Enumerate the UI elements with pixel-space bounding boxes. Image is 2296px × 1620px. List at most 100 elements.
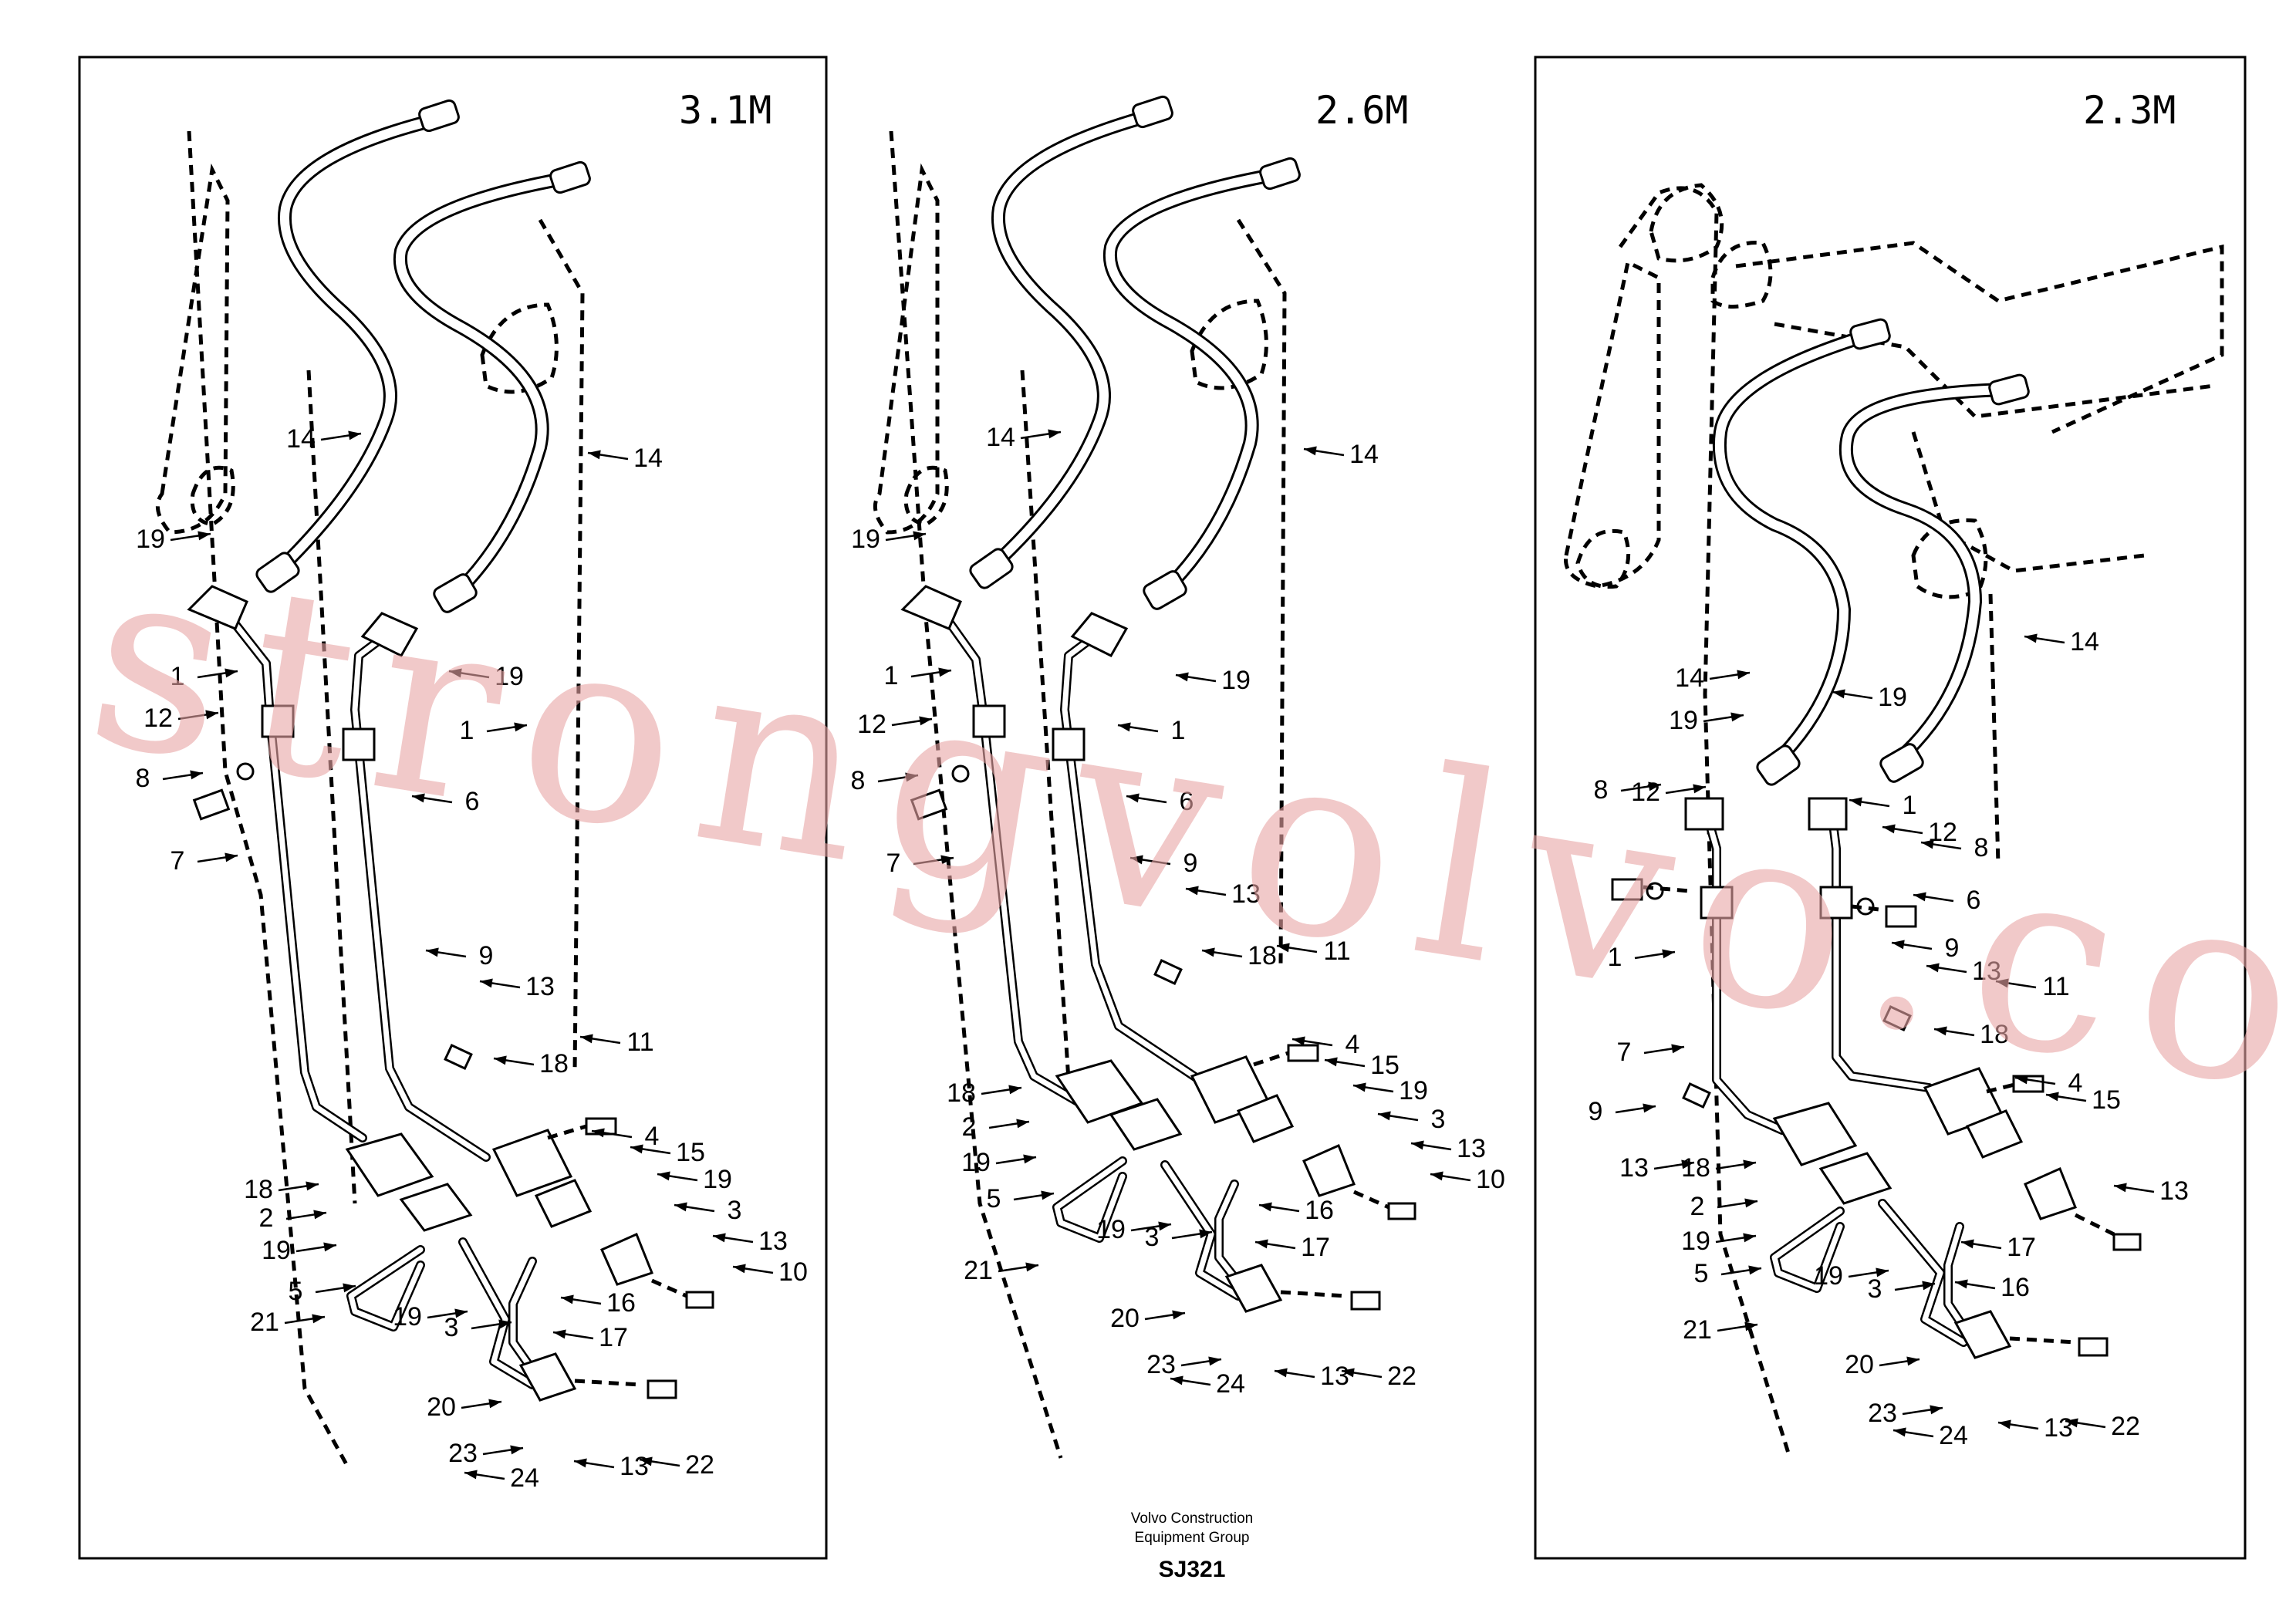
footer-drawing-code: SJ321 bbox=[1159, 1557, 1226, 1582]
callout-arrowhead bbox=[343, 1283, 356, 1293]
bolt-22 bbox=[647, 1379, 677, 1399]
callout-arrowhead bbox=[1882, 824, 1896, 834]
valve-block-3 bbox=[2024, 1166, 2077, 1220]
callout-arrowhead bbox=[1922, 1281, 1935, 1291]
callout-arrowhead bbox=[1378, 1111, 1391, 1121]
clamp-block-23 bbox=[1224, 1264, 1283, 1313]
callout-label: 19 bbox=[1399, 1076, 1428, 1105]
callout-label: 13 bbox=[525, 972, 555, 1001]
callout-label: 17 bbox=[2007, 1233, 2036, 1262]
callout-label: 6 bbox=[1180, 787, 1194, 816]
bolt-line bbox=[574, 1379, 641, 1387]
boom-outline-left-inner bbox=[155, 163, 230, 535]
callout-arrowhead bbox=[449, 668, 462, 678]
bolt-line bbox=[547, 1124, 587, 1140]
callout-label: 23 bbox=[1146, 1350, 1176, 1379]
callout-arrowhead bbox=[1208, 1356, 1221, 1366]
callout-arrowhead bbox=[225, 852, 238, 862]
callout-arrowhead bbox=[1158, 1221, 1171, 1231]
callout-label: 12 bbox=[857, 710, 886, 739]
hose-end-fitting bbox=[1143, 570, 1187, 610]
washer-12 bbox=[951, 764, 970, 783]
callout-arrowhead bbox=[553, 1329, 566, 1339]
callout-label: 2 bbox=[962, 1112, 977, 1142]
callout-arrowhead bbox=[1016, 1119, 1029, 1129]
bolt-10 bbox=[2112, 1233, 2142, 1251]
callout-arrowhead bbox=[1832, 689, 1845, 699]
callout-label: 23 bbox=[1868, 1399, 1897, 1428]
callout-arrowhead bbox=[640, 1456, 653, 1466]
valve-block-3 bbox=[600, 1232, 653, 1286]
callout-label: 6 bbox=[465, 787, 480, 816]
callout-label: 21 bbox=[1683, 1315, 1712, 1345]
callout-arrowhead bbox=[733, 1264, 746, 1274]
callout-label: 16 bbox=[606, 1288, 636, 1318]
callout-arrowhead bbox=[674, 1202, 687, 1212]
callout-label: 14 bbox=[1675, 663, 1704, 693]
clamp-block-23 bbox=[1953, 1310, 2012, 1359]
clamp-1 bbox=[1700, 886, 1734, 920]
clamp-1 bbox=[972, 704, 1006, 738]
callout-label: 16 bbox=[2001, 1273, 2030, 1302]
clamp-1 bbox=[1819, 886, 1853, 920]
callout-arrowhead bbox=[1325, 1057, 1338, 1067]
boom-pin-low bbox=[1575, 528, 1631, 589]
callout-arrowhead bbox=[1255, 1239, 1268, 1249]
callout-arrowhead bbox=[1930, 1405, 1943, 1415]
callout-arrowhead bbox=[1961, 1239, 1974, 1249]
boom-lower-edge bbox=[306, 370, 357, 1204]
callout-label: 7 bbox=[171, 846, 185, 876]
callout-arrowhead bbox=[464, 1470, 478, 1480]
clamp-1 bbox=[342, 727, 376, 761]
callout-arrowhead bbox=[1643, 1103, 1656, 1113]
hose-end-fitting bbox=[433, 573, 478, 613]
callout-arrowhead bbox=[574, 1458, 587, 1468]
callout-arrowhead bbox=[1906, 1356, 1920, 1366]
bolt-9 bbox=[1153, 959, 1183, 985]
callout-arrowhead bbox=[205, 710, 218, 720]
callout-arrowhead bbox=[1008, 1085, 1021, 1095]
callout-arrowhead bbox=[488, 1399, 501, 1409]
callout-label: 22 bbox=[2111, 1412, 2140, 1441]
elbow-fitting bbox=[187, 585, 248, 630]
bolt-22 bbox=[2078, 1337, 2109, 1357]
callout-arrowhead bbox=[1996, 978, 2009, 988]
callout-arrowhead bbox=[313, 1210, 326, 1220]
bolt-line bbox=[1986, 1082, 2018, 1094]
callout-label: 4 bbox=[2068, 1068, 2083, 1098]
callout-arrowhead bbox=[1743, 1233, 1756, 1243]
footer-company-line-1: Volvo Construction bbox=[1131, 1510, 1253, 1527]
callout-arrowhead bbox=[913, 531, 926, 541]
callout-label: 18 bbox=[244, 1175, 273, 1204]
callout-arrowhead bbox=[1934, 1026, 1947, 1036]
callout-arrowhead bbox=[2024, 633, 2038, 643]
callout-arrowhead bbox=[630, 1144, 643, 1154]
callout-label: 13 bbox=[1457, 1134, 1486, 1163]
callout-arrowhead bbox=[1342, 1368, 1355, 1378]
callout-arrowhead bbox=[1176, 672, 1189, 682]
callout-label: 19 bbox=[262, 1236, 291, 1265]
callout-arrowhead bbox=[1186, 886, 1199, 896]
callout-arrowhead bbox=[1671, 1044, 1684, 1054]
callout-arrowhead bbox=[592, 1128, 605, 1138]
valve-block-18 bbox=[345, 1132, 434, 1197]
boom-pin-mid bbox=[1710, 241, 1773, 309]
callout-label: 1 bbox=[171, 662, 185, 691]
callout-label: 3 bbox=[1145, 1223, 1160, 1252]
arm-lower-edge bbox=[1988, 593, 2001, 865]
callout-arrowhead bbox=[1304, 446, 1317, 456]
valve-block-2 bbox=[1818, 1152, 1893, 1205]
callout-label: 9 bbox=[479, 941, 494, 970]
elbow-fitting bbox=[1684, 797, 1724, 831]
hose-end-fitting bbox=[1259, 157, 1301, 191]
callout-label: 5 bbox=[987, 1184, 1001, 1213]
bolt-9 bbox=[444, 1044, 473, 1070]
callout-arrowhead bbox=[940, 855, 954, 865]
bolt-8 bbox=[1611, 878, 1643, 901]
callout-label: 9 bbox=[1183, 849, 1198, 878]
panel-label-2-3m: 2.3M bbox=[2083, 88, 2176, 133]
arm-outline-top bbox=[1735, 241, 2224, 434]
callout-label: 21 bbox=[964, 1256, 993, 1285]
